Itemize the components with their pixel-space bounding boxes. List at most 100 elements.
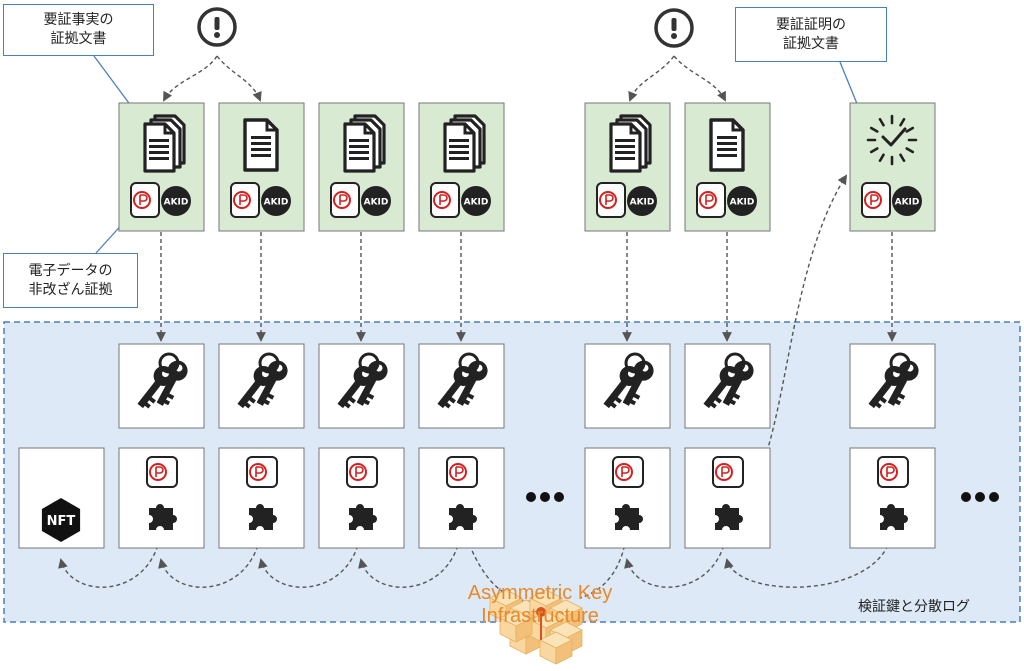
keys-icon [137,352,188,409]
callout-evidence-of-fact-line2: 証拠文書 [50,31,107,47]
digital-seal-icon [230,182,260,218]
digital-seal-icon [330,182,360,218]
callout-evidence-of-proof-line1: 要証証明の [776,16,846,33]
chain-link-arrow [158,531,262,588]
verification-key-box [318,343,405,429]
chain-link-arrow [258,531,362,588]
evidence-document-card: AKID [118,102,205,232]
callout-tamper-proof: 電子データの 非改ざん証拠 [3,253,138,308]
akid-badge: AKID [727,186,757,216]
akid-badge-circle [161,186,191,216]
evidence-document-card: AKID [418,102,505,232]
digital-seal-icon [877,456,909,488]
digital-seal-icon [146,456,178,488]
akid-badge-circle [261,186,291,216]
verification-key-box [849,343,936,429]
pki-label-line1: Asymmetric Key [467,582,613,604]
alert-branch-arrow [163,55,218,102]
log-box [118,447,205,549]
akid-badge-circle [727,186,757,216]
digital-seal-icon [346,456,378,488]
akid-badge: AKID [161,186,191,216]
nft-box: NFT [18,447,105,549]
digital-seal-icon [861,182,891,218]
akid-badge-circle [892,186,922,216]
document-icon [243,118,279,172]
verification-key-box [584,343,671,429]
puzzle-piece-icon [715,504,743,530]
digital-seal-icon [446,456,478,488]
callout-evidence-of-fact-line1: 要証事実の [43,12,114,28]
akid-badge-circle [461,186,491,216]
akid-badge: AKID [892,186,922,216]
evidence-document-card: AKID [318,102,405,232]
akid-badge-circle [361,186,391,216]
callout-evidence-of-proof-line2: 証拠文書 [783,35,839,52]
evidence-document-card: AKID [218,102,305,232]
multi-document-icon [443,114,486,173]
exclamation-circle-icon [654,8,694,48]
keys-icon [868,352,919,409]
digital-seal-icon [712,456,744,488]
alert-branch-arrow [216,55,262,102]
akid-badge-label: AKID [464,198,489,208]
evidence-document-card: AKID [684,102,771,232]
puzzle-piece-icon [449,504,477,530]
chain-link-arrow [624,531,728,588]
alert-branch-arrow [628,55,675,102]
digital-seal-icon [430,182,460,218]
pki-cube-cluster [489,589,583,665]
log-box [318,447,405,549]
log-box [684,447,771,549]
callout-evidence-of-fact: 要証事実の 証拠文書 [3,4,154,56]
chain-link-arrow [724,531,893,588]
puzzle-piece-icon [149,504,177,530]
digital-seal-icon [130,182,160,218]
verification-key-box [218,343,305,429]
exclamation-circle-icon [197,7,237,47]
akid-badge-label: AKID [630,198,655,208]
callout-tamper-proof-line1: 電子データの [28,262,113,279]
akid-badge-label: AKID [164,198,189,208]
ellipsis-icon [526,492,564,502]
verification-key-box [118,343,205,429]
keys-icon [703,352,754,409]
pki-label: Asymmetric Key Infrastructure [425,582,655,628]
akid-badge-circle [627,186,657,216]
log-box [218,447,305,549]
keys-icon [437,352,488,409]
log-box [584,447,671,549]
puzzle-piece-icon [349,504,377,530]
digital-seal-icon [246,456,278,488]
puzzle-piece-icon [880,504,908,530]
keys-icon [237,352,288,409]
puzzle-piece-icon [615,504,643,530]
digital-seal-icon [612,456,644,488]
multi-document-icon [343,114,386,173]
chain-link-arrow [58,531,162,588]
chain-link-arrow [358,531,462,588]
digital-seal-icon [696,182,726,218]
log-box [849,447,936,549]
keys-icon [337,352,388,409]
keys-icon [603,352,654,409]
log-box [418,447,505,549]
document-icon [709,118,745,172]
multi-document-icon [609,114,652,173]
evidence-document-card: AKID [849,102,936,232]
akid-badge: AKID [361,186,391,216]
nft-hexagon-icon: NFT [41,498,81,542]
clock-icon [866,114,918,166]
nft-label: NFT [47,514,76,529]
verification-key-box [684,343,771,429]
akid-badge-label: AKID [730,198,755,208]
akid-badge: AKID [461,186,491,216]
panel-label: 検証鍵と分散ログ [858,599,970,615]
callout-tamper-proof-line2: 非改ざん証拠 [28,281,113,298]
akid-badge: AKID [261,186,291,216]
pki-label-line2: Infrastructure [481,605,599,627]
alert-branch-arrow [673,55,726,102]
akid-badge-label: AKID [895,198,920,208]
multi-document-icon [143,114,186,173]
